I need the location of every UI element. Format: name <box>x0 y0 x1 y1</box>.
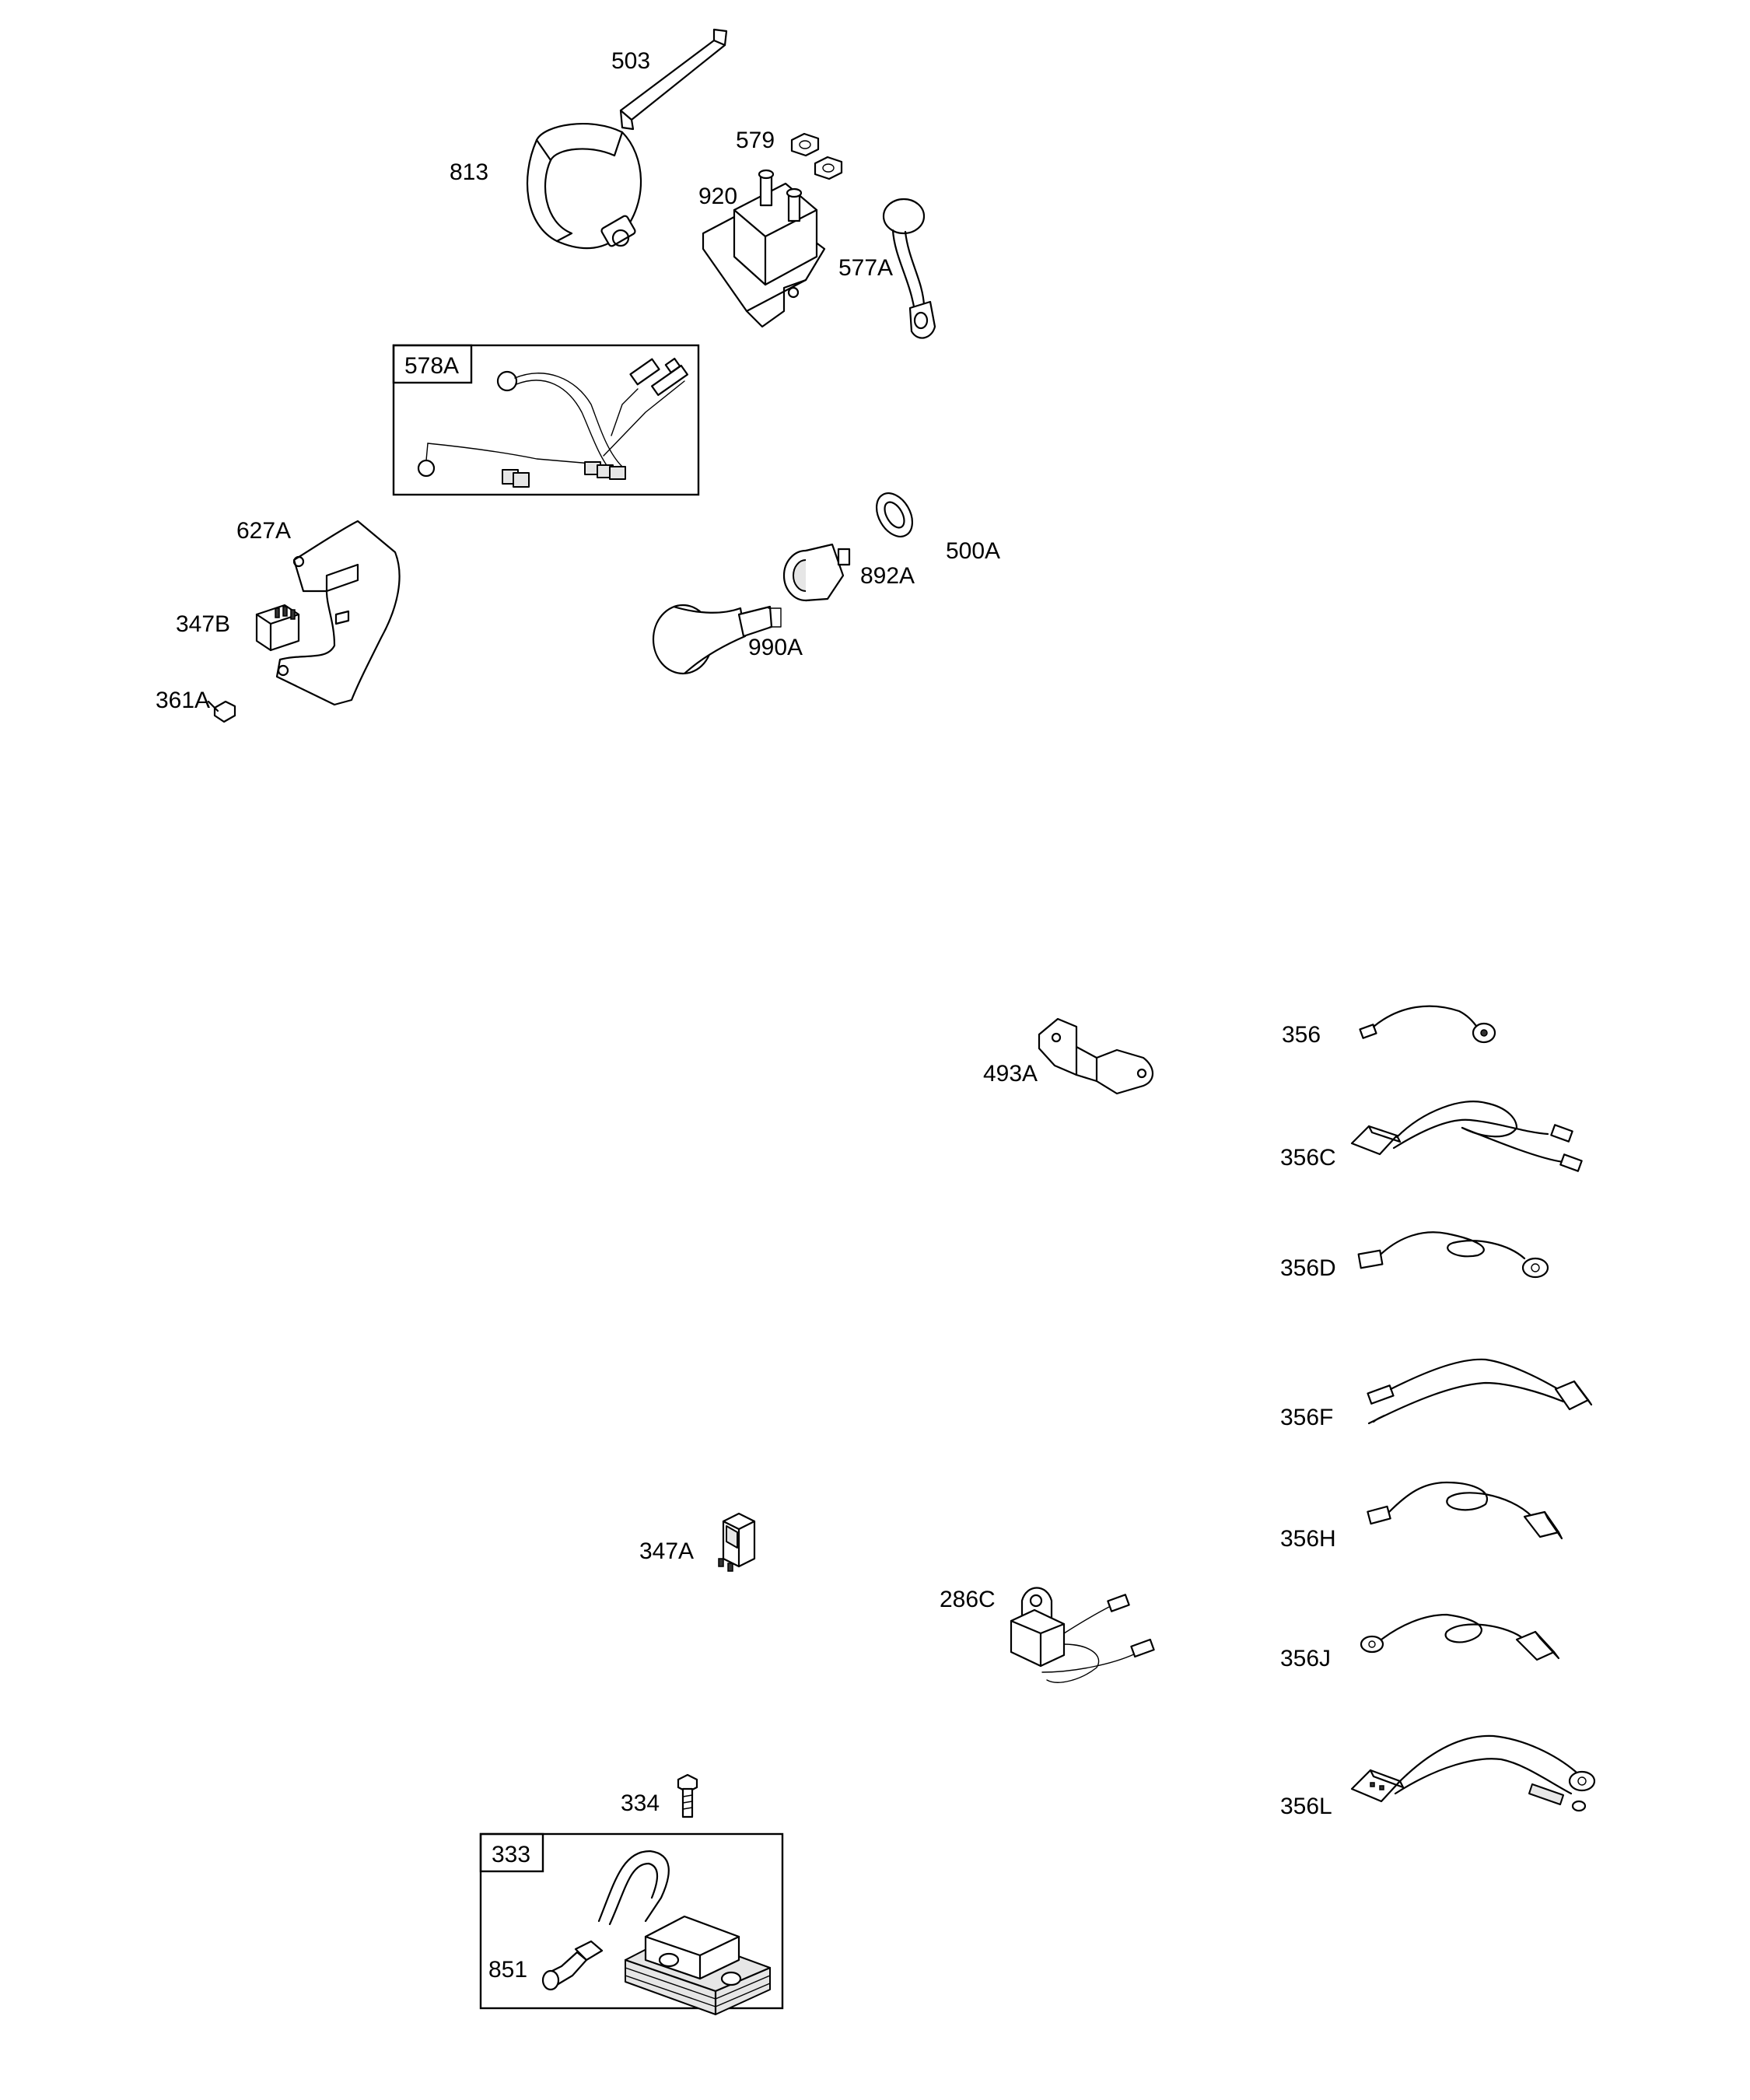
label-493A: 493A <box>983 1061 1038 1087</box>
part-356C-wire <box>1350 1101 1583 1172</box>
part-577A-boot <box>882 198 936 339</box>
part-503-strap <box>619 28 728 131</box>
part-813-band <box>526 123 642 250</box>
part-347B-switch <box>255 604 300 652</box>
label-356F: 356F <box>1280 1405 1333 1430</box>
part-356-wire <box>1359 1005 1496 1044</box>
label-920: 920 <box>698 184 737 209</box>
part-579-nuts <box>790 132 843 180</box>
part-286C-rectifier <box>1010 1587 1155 1683</box>
label-286C: 286C <box>940 1587 996 1612</box>
part-851-terminal <box>541 1940 604 1991</box>
part-333-armature <box>479 1832 784 2016</box>
part-920-solenoid <box>702 169 826 328</box>
label-356: 356 <box>1282 1022 1321 1048</box>
part-356H-wire <box>1367 1481 1563 1540</box>
part-356F-wire <box>1367 1358 1593 1425</box>
label-627A: 627A <box>236 518 291 544</box>
part-356L-wire <box>1350 1734 1596 1812</box>
part-578A-harness <box>392 344 700 496</box>
label-347B: 347B <box>176 611 230 637</box>
part-356D-wire <box>1357 1231 1549 1279</box>
label-579: 579 <box>736 128 775 153</box>
label-990A: 990A <box>748 635 803 660</box>
part-500A-washer <box>875 492 914 537</box>
part-347A-switch <box>718 1512 756 1572</box>
label-334: 334 <box>621 1790 660 1816</box>
label-356L: 356L <box>1280 1794 1332 1819</box>
label-356H: 356H <box>1280 1526 1336 1552</box>
label-356C: 356C <box>1280 1145 1336 1171</box>
label-813: 813 <box>450 159 488 185</box>
part-990A-knob <box>652 604 782 675</box>
part-356J-wire <box>1360 1613 1560 1661</box>
label-892A: 892A <box>860 563 915 589</box>
label-500A: 500A <box>946 538 1000 564</box>
part-892A-switch <box>782 543 851 602</box>
label-577A: 577A <box>838 255 893 281</box>
part-627A-bracket <box>275 520 401 706</box>
label-347A: 347A <box>639 1538 694 1564</box>
label-851: 851 <box>488 1957 527 1983</box>
label-333: 333 <box>492 1842 530 1867</box>
label-361A: 361A <box>156 688 210 713</box>
label-578A: 578A <box>404 353 459 379</box>
part-361A-screw <box>207 700 236 723</box>
part-334-bolt <box>677 1773 698 1818</box>
part-493A-bracket <box>1038 1017 1154 1095</box>
label-356D: 356D <box>1280 1255 1336 1281</box>
label-356J: 356J <box>1280 1646 1331 1671</box>
label-503: 503 <box>611 48 650 74</box>
